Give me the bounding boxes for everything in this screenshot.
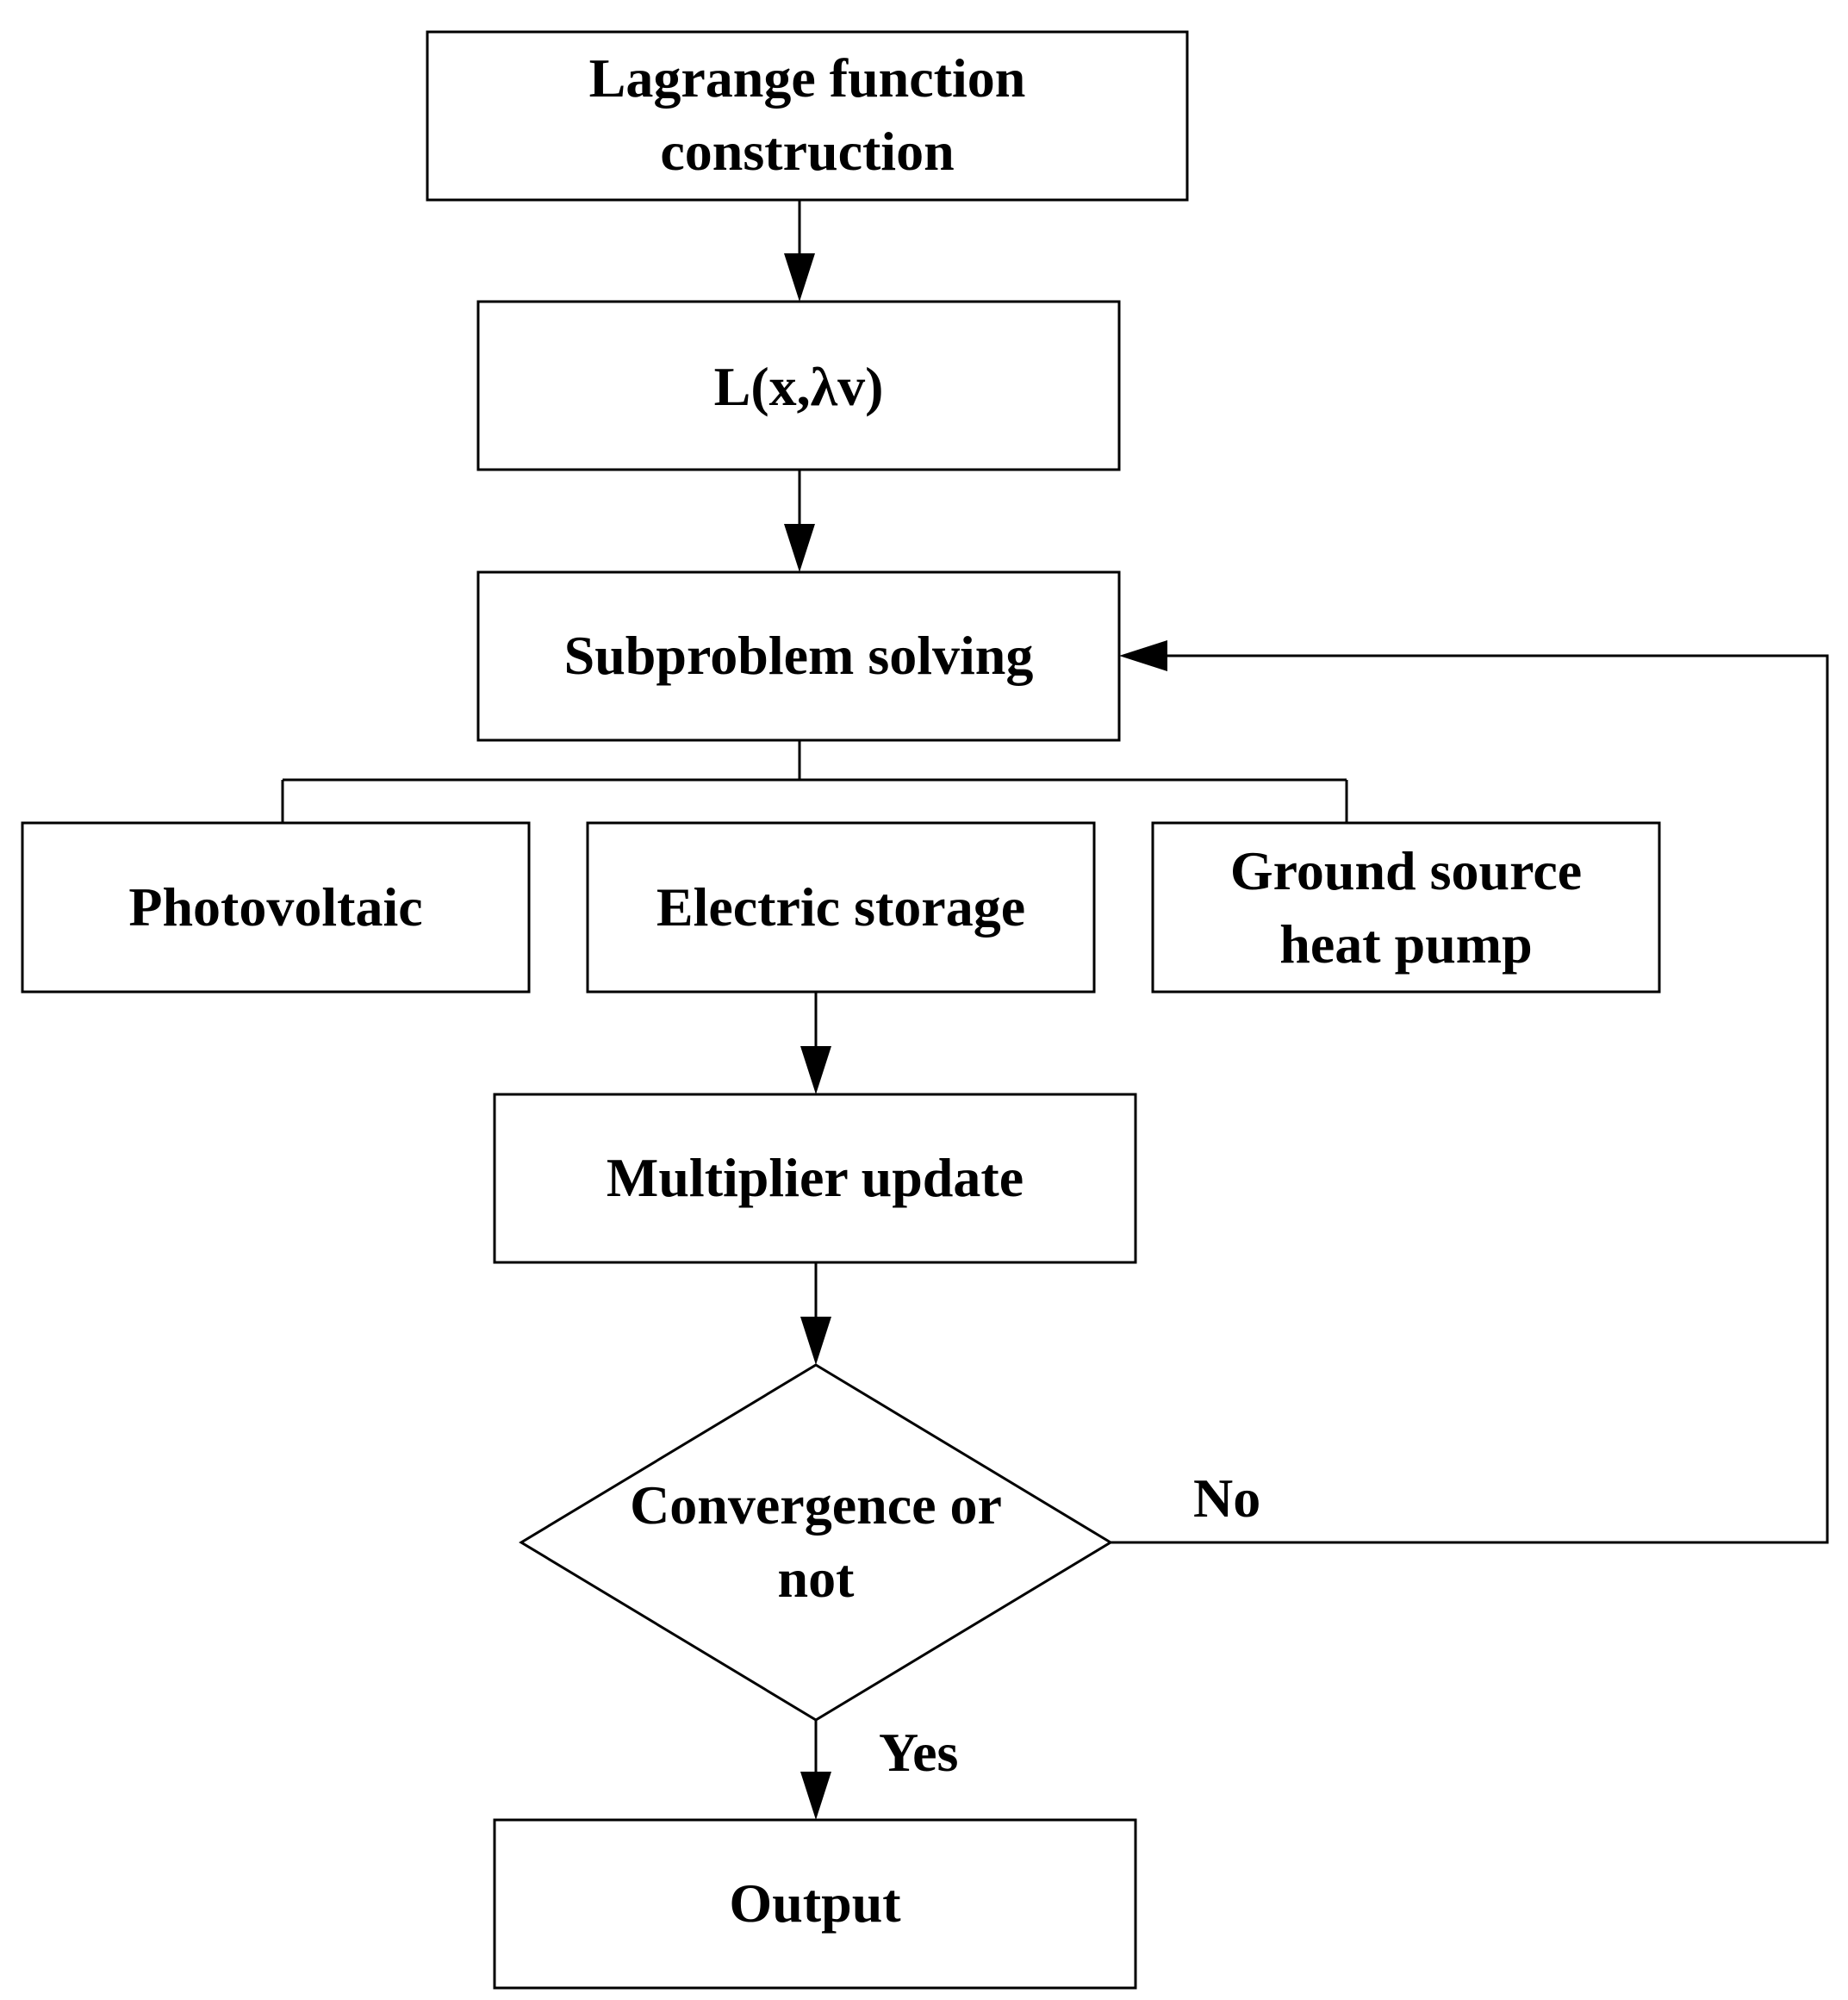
node-lagrange-line1: Lagrange function bbox=[589, 47, 1026, 109]
node-gshp-line2: heat pump bbox=[1279, 913, 1532, 975]
connector-lagrange-to-lfunc bbox=[784, 200, 815, 302]
node-gshp-line1: Ground source bbox=[1230, 840, 1582, 901]
node-electric-storage: Electric storage bbox=[586, 821, 1096, 994]
node-convergence-line2: not bbox=[778, 1548, 856, 1609]
node-convergence-line1: Convergence or bbox=[630, 1474, 1002, 1536]
node-subproblem-label: Subproblem solving bbox=[564, 625, 1034, 686]
node-storage-label: Electric storage bbox=[656, 876, 1025, 938]
node-ground-source-heat-pump: Ground source heat pump bbox=[1151, 821, 1661, 994]
connector-lfunc-to-subproblem bbox=[784, 470, 815, 572]
connector-yes-to-output bbox=[800, 1720, 831, 1820]
edge-label-no: No bbox=[1193, 1467, 1260, 1529]
node-photovoltaic-label: Photovoltaic bbox=[128, 876, 422, 938]
node-output-label: Output bbox=[729, 1872, 901, 1934]
node-lagrange-line2: construction bbox=[660, 121, 954, 182]
node-subproblem-solving: Subproblem solving bbox=[476, 570, 1121, 742]
connector-no-loop bbox=[1111, 640, 1829, 1544]
edge-label-yes: Yes bbox=[879, 1722, 958, 1783]
node-multiplier-label: Multiplier update bbox=[607, 1147, 1024, 1208]
node-output: Output bbox=[493, 1818, 1137, 1990]
node-convergence-decision: Convergence or not bbox=[519, 1363, 1113, 1722]
node-lfunc-label: L(x,λv) bbox=[714, 356, 884, 417]
connector-subproblem-branch bbox=[281, 740, 1348, 823]
node-lagrange-construction: Lagrange function construction bbox=[426, 30, 1189, 202]
connector-storage-to-multiplier bbox=[800, 992, 831, 1094]
node-multiplier-update: Multiplier update bbox=[493, 1093, 1137, 1264]
node-photovoltaic: Photovoltaic bbox=[21, 821, 531, 994]
node-lagrange-function: L(x,λv) bbox=[476, 300, 1121, 471]
connector-multiplier-to-convergence bbox=[800, 1262, 831, 1365]
